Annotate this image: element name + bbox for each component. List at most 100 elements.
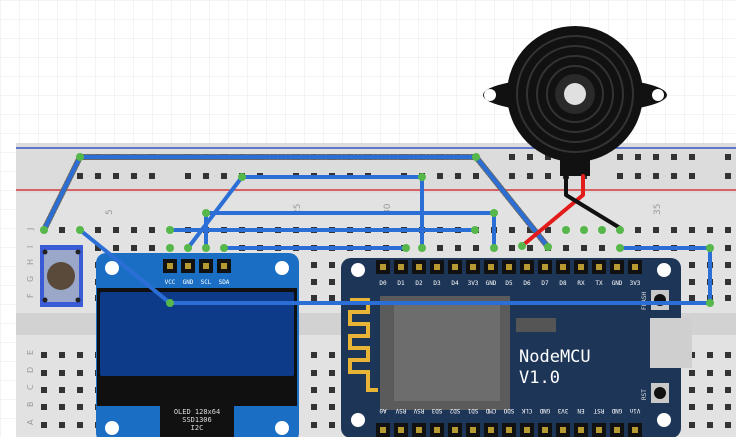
power-rail-top [16, 143, 736, 193]
breadboard-hole [311, 279, 317, 285]
breadboard-hole [671, 227, 677, 233]
nodemcu-pin-contact [560, 427, 566, 433]
nodemcu-rst-label: RST [641, 389, 648, 400]
breadboard-hole [329, 422, 335, 428]
row-letter: C [26, 384, 35, 390]
row-letter: B [26, 402, 35, 408]
nodemcu-bottom-pin-label: Vin [629, 407, 640, 414]
wires [40, 153, 714, 307]
nodemcu-pin-contact [596, 427, 602, 433]
breadboard-hole [59, 370, 65, 376]
nodemcu-bottom-pin-label: SD2 [449, 407, 460, 414]
breadboard-hole [707, 352, 713, 358]
breadboard-hole [41, 352, 47, 358]
nodemcu-pin-contact [470, 264, 476, 270]
nodemcu-top-pin-label: D5 [505, 280, 513, 287]
breadboard-hole [725, 370, 731, 376]
nodemcu-pin-contact [560, 264, 566, 270]
nodemcu-bottom-pin-label: SD3 [431, 407, 442, 414]
breadboard-hole [725, 295, 731, 301]
wire-end-marker [471, 226, 479, 234]
rail-hole [635, 154, 641, 160]
wire-button-to-d6 [42, 155, 550, 249]
breadboard-hole [329, 404, 335, 410]
nodemcu-top-pin-label: 3V3 [468, 280, 479, 287]
nodemcu-top-pin-label: RX [577, 280, 585, 287]
nodemcu-pin-contact [416, 427, 422, 433]
oled-pin-label: VCC [165, 279, 176, 286]
wire-end-marker [706, 299, 714, 307]
rail-hole [113, 173, 119, 179]
breadboard-hole [527, 227, 533, 233]
rail-hole [653, 173, 659, 179]
rail-hole [455, 173, 461, 179]
breadboard-hole [707, 404, 713, 410]
column-marker-5: 5 [105, 209, 115, 215]
wire-end-marker [202, 209, 210, 217]
nodemcu-pin-contact [632, 264, 638, 270]
breadboard-hole [41, 370, 47, 376]
breadboard-hole [311, 295, 317, 301]
nodemcu-pin-contact [596, 264, 602, 270]
wire-buzzer-black [564, 174, 622, 230]
oled-pin-contact [185, 263, 191, 269]
oled-chip-text-line3: I2C [191, 424, 204, 432]
breadboard-hole [131, 227, 137, 233]
nodemcu-pin-contact [434, 427, 440, 433]
breadboard-hole [59, 387, 65, 393]
breadboard-hole [653, 227, 659, 233]
breadboard-hole [149, 227, 155, 233]
nodemcu-pin-contact [470, 427, 476, 433]
nodemcu-pin-contact [380, 427, 386, 433]
breadboard-hole [473, 245, 479, 251]
wire-end-marker [76, 153, 84, 161]
oled-pin-label: SCL [201, 279, 212, 286]
rail-hole [671, 154, 677, 160]
nodemcu-bottom-pin-label: GND [611, 407, 622, 414]
breadboard-hole [41, 404, 47, 410]
row-letter: F [26, 293, 35, 298]
breadboard-hole [329, 370, 335, 376]
row-letter: H [26, 259, 35, 265]
row-letter: G [26, 276, 35, 282]
rail-hole [689, 154, 695, 160]
nodemcu-top-pin-label: GND [612, 280, 623, 287]
wire-end-marker [402, 244, 410, 252]
nodemcu-bottom-pin-label: RSV [413, 407, 424, 414]
nodemcu-pin-contact [506, 264, 512, 270]
nodemcu-title-line1: NodeMCU [519, 347, 591, 367]
row-letter: J [26, 228, 35, 231]
breadboard-hole [95, 227, 101, 233]
breadboard-hole [437, 245, 443, 251]
oled-chip-text-line2: SSD1306 [182, 416, 212, 424]
breadboard-hole [41, 387, 47, 393]
wire-end-marker [40, 226, 48, 234]
nodemcu-top-pin-label: D8 [559, 280, 567, 287]
nodemcu-top-pin-label: D4 [451, 280, 459, 287]
nodemcu-pin-contact [488, 264, 494, 270]
wire-end-marker [166, 244, 174, 252]
breadboard-hole [329, 352, 335, 358]
rail-hole [95, 173, 101, 179]
rail-hole [509, 173, 515, 179]
breadboard-hole [77, 352, 83, 358]
breadboard-hole [59, 404, 65, 410]
nodemcu-pin-contact [488, 427, 494, 433]
nodemcu-pin-contact [380, 264, 386, 270]
breadboard-hole [725, 352, 731, 358]
rail-hole [473, 173, 479, 179]
rail-hole [185, 173, 191, 179]
nodemcu-pin-contact [578, 264, 584, 270]
nodemcu-pin-contact [452, 427, 458, 433]
wire-end-marker [706, 244, 714, 252]
nodemcu-bottom-pin-label: 3V3 [557, 407, 568, 414]
column-marker-35: 35 [653, 204, 663, 215]
wire-end-marker [518, 242, 526, 250]
nodemcu-top-pin-label: D3 [433, 280, 441, 287]
nodemcu-pin-contact [614, 427, 620, 433]
nodemcu-pin-contact [542, 264, 548, 270]
wire-end-marker [598, 226, 606, 234]
oled-chip-text-line1: OLED 128x64 [174, 408, 220, 416]
breadboard-hole [77, 404, 83, 410]
breadboard-hole [41, 422, 47, 428]
